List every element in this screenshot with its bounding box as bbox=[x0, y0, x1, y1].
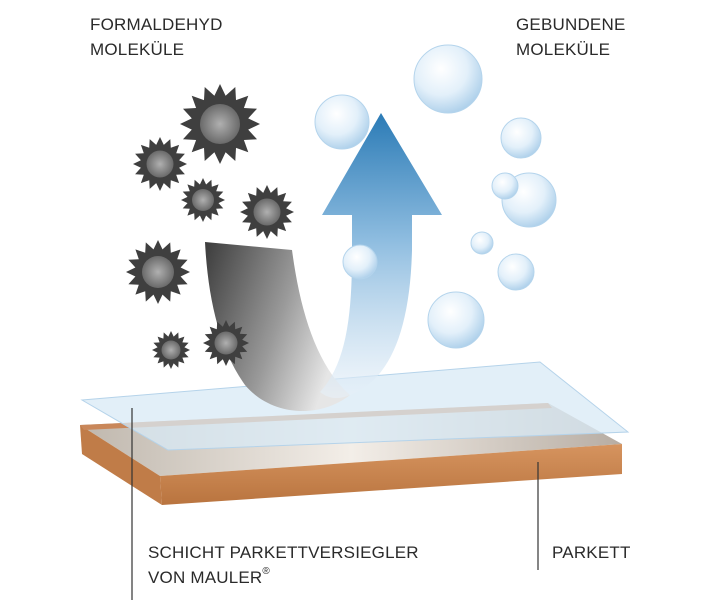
formaldehyde-molecule-core bbox=[214, 331, 238, 355]
bound-molecules-bubbles bbox=[314, 44, 557, 349]
formaldehyde-molecules-label: FORMALDEHYD MOLEKÜLE bbox=[90, 12, 223, 62]
sealer-layer-label: SCHICHT PARKETTVERSIEGLER VON MAULER® bbox=[148, 540, 419, 590]
formaldehyde-molecule-core bbox=[200, 104, 240, 144]
formaldehyde-curl-band bbox=[205, 242, 350, 412]
parkett-label: PARKETT bbox=[552, 540, 631, 565]
bound-molecule-bubble bbox=[500, 117, 542, 159]
formaldehyde-label-line-1: FORMALDEHYD bbox=[90, 15, 223, 34]
formaldehyde-molecules bbox=[126, 84, 294, 369]
bound-molecule-bubble bbox=[497, 253, 535, 291]
formaldehyde-molecule-core bbox=[142, 256, 174, 288]
bound-label-line-2: MOLEKÜLE bbox=[516, 40, 611, 59]
parkett-label-text: PARKETT bbox=[552, 543, 631, 562]
sealer-label-brand: VON MAULER bbox=[148, 568, 263, 587]
bound-molecule-bubble bbox=[314, 94, 370, 150]
bound-molecule-bubble bbox=[470, 231, 494, 255]
formaldehyde-molecule-core bbox=[253, 198, 281, 226]
formaldehyde-molecule-core bbox=[192, 189, 214, 211]
parkett-left-face bbox=[80, 425, 162, 505]
sealer-label-line-1: SCHICHT PARKETTVERSIEGLER bbox=[148, 543, 419, 562]
registered-mark: ® bbox=[262, 566, 270, 577]
bound-molecule-bubble bbox=[427, 291, 485, 349]
formaldehyde-label-line-2: MOLEKÜLE bbox=[90, 40, 185, 59]
parkett-front-face bbox=[160, 444, 622, 505]
bound-molecules-label: GEBUNDENE MOLEKÜLE bbox=[516, 12, 626, 62]
sealer-coating-layer bbox=[80, 361, 630, 451]
formaldehyde-molecule-core bbox=[146, 150, 174, 178]
bound-molecule-bubble bbox=[342, 244, 378, 280]
bound-molecule-bubble bbox=[413, 44, 483, 114]
formaldehyde-molecule-core bbox=[161, 340, 181, 360]
bound-molecules-arrow bbox=[320, 113, 442, 399]
bound-label-line-1: GEBUNDENE bbox=[516, 15, 626, 34]
sealer-label-line-2: VON MAULER® bbox=[148, 565, 419, 590]
bound-molecule-bubble bbox=[491, 172, 519, 200]
